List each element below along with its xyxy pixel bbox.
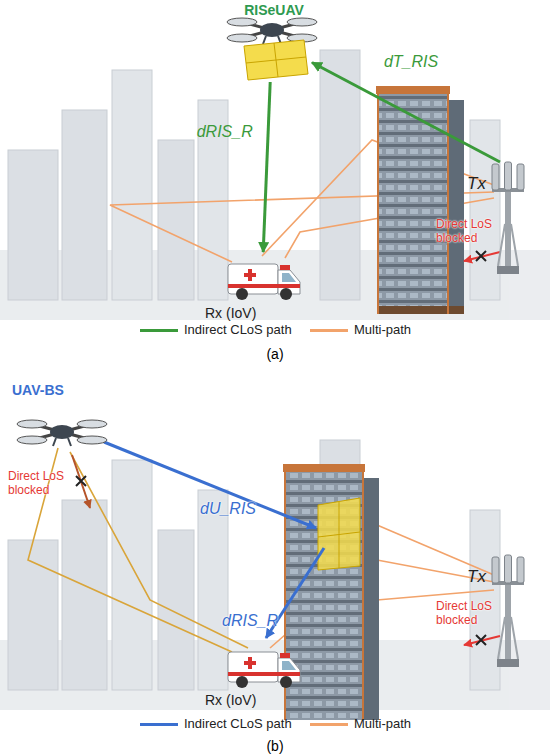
block-cross — [76, 476, 86, 486]
legend-text: Multi-path — [354, 322, 411, 337]
ambulance-icon — [228, 652, 300, 688]
distance-label: dT_RIS — [384, 53, 438, 71]
node-label: Rx (IoV) — [205, 692, 302, 708]
tower-node: Tx — [488, 162, 528, 275]
block-cross — [476, 251, 486, 261]
panel-label: (b) — [245, 738, 305, 754]
legend-entry: Multi-path — [310, 322, 411, 338]
tower-node: Tx — [488, 555, 528, 668]
drone-icon — [17, 420, 107, 446]
city-background — [0, 50, 550, 320]
legend-line-sample — [310, 329, 348, 332]
distance-label: dRIS_R — [222, 612, 302, 630]
building-roof — [283, 464, 365, 472]
vehicle-node: Rx (IoV) — [205, 640, 302, 710]
legend-line-sample — [140, 723, 178, 726]
blocked-arrow — [464, 252, 500, 261]
legend-line-sample — [140, 329, 178, 332]
node-label: Tx — [458, 174, 486, 194]
building-edge — [378, 92, 448, 314]
uav-node: RISeUAV — [236, 4, 312, 82]
node-label: UAV-BS — [12, 382, 112, 398]
legend-line-sample — [310, 723, 348, 726]
block-cross — [476, 635, 486, 645]
building-floors — [378, 92, 448, 314]
legend-entry: Indirect CLoS path — [140, 716, 292, 732]
ris-panel — [244, 40, 308, 80]
legend-text: Indirect CLoS path — [184, 322, 292, 337]
node-label: Tx — [458, 567, 486, 587]
blocked-arrow — [72, 455, 90, 508]
node-label: Rx (IoV) — [205, 305, 302, 321]
blocked-arrow — [464, 636, 500, 645]
building — [378, 92, 448, 314]
clos-path — [104, 442, 316, 528]
tower-icon — [492, 555, 524, 667]
ambulance-icon — [228, 264, 300, 300]
blocked-note: Direct LoS blocked — [8, 470, 70, 498]
building-roof — [376, 86, 450, 94]
distance-label: dU_RIS — [200, 500, 280, 518]
legend-text: Indirect CLoS path — [184, 716, 292, 731]
building-base — [378, 306, 464, 314]
node-label: RISeUAV — [236, 2, 312, 18]
multipath-ray — [377, 590, 494, 600]
legend-text: Multi-path — [354, 716, 411, 731]
clos-path — [263, 82, 270, 252]
ris-panel — [318, 498, 360, 570]
legend-entry: Multi-path — [310, 716, 411, 732]
building-side — [448, 100, 464, 314]
ris-grid — [318, 502, 360, 568]
uav-node: UAV-BS — [12, 384, 112, 454]
legend-entry: Indirect CLoS path — [140, 322, 292, 338]
city-background — [0, 440, 550, 710]
blocked-note: Direct LoS blocked — [436, 218, 500, 246]
multipath-ray — [70, 452, 248, 648]
clos-path — [312, 63, 500, 163]
panel-label: (a) — [245, 346, 305, 362]
distance-label: dRIS_R — [197, 123, 253, 141]
ris-grid — [246, 43, 306, 77]
tower-icon — [492, 162, 524, 274]
building-side — [363, 478, 379, 720]
blocked-note: Direct LoS blocked — [436, 600, 500, 628]
vehicle-node: Rx (IoV) — [205, 252, 302, 322]
